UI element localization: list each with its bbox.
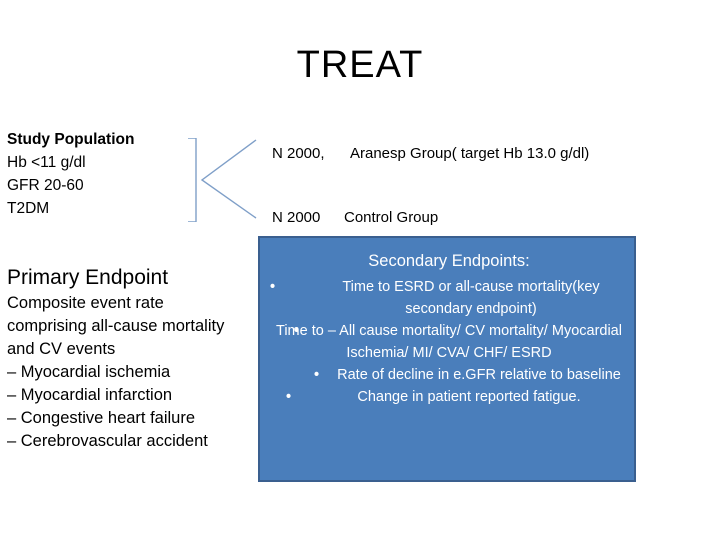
secondary-item: • Rate of decline in e.GFR relative to b…: [270, 364, 628, 386]
randomization-bracket: [188, 138, 257, 222]
primary-line: – Myocardial ischemia: [7, 363, 171, 381]
bullet-icon: •: [314, 367, 320, 383]
study-population: Study Population Hb <11 g/dl GFR 20-60 T…: [7, 128, 134, 220]
primary-endpoint-description: Composite event rate comprising all-caus…: [7, 292, 224, 453]
primary-line: and CV events: [7, 340, 116, 358]
secondary-item-text: Rate of decline in e.GFR relative to bas…: [337, 367, 621, 383]
slide-title: TREAT: [296, 44, 424, 86]
secondary-item-text: Change in patient reported fatigue.: [357, 389, 581, 405]
secondary-endpoints-list: • Time to ESRD or all-cause mortality(ke…: [270, 276, 628, 408]
bullet-icon: •: [294, 323, 300, 339]
secondary-item-text: Time to – All cause mortality/ CV mortal…: [276, 323, 622, 361]
primary-line: comprising all-cause mortality: [7, 317, 225, 335]
arm-n-treatment: N 2000,: [272, 145, 325, 162]
bullet-icon: •: [270, 279, 276, 295]
study-population-heading: Study Population: [7, 131, 135, 148]
arm-label-control: Control Group: [344, 209, 439, 226]
primary-line: – Congestive heart failure: [7, 409, 196, 427]
arm-n-control: N 2000: [272, 209, 321, 226]
secondary-item-text: Time to ESRD or all-cause mortality(key …: [342, 279, 600, 317]
primary-line: – Myocardial infarction: [7, 386, 173, 404]
study-criterion: GFR 20-60: [7, 177, 84, 194]
secondary-endpoints-box: Secondary Endpoints: • Time to ESRD or a…: [258, 236, 636, 482]
secondary-item: • Time to – All cause mortality/ CV mort…: [270, 320, 628, 364]
secondary-item: • Time to ESRD or all-cause mortality(ke…: [270, 276, 628, 320]
study-criterion: T2DM: [7, 200, 50, 217]
arm-label-treatment: Aranesp Group( target Hb 13.0 g/dl): [350, 145, 590, 162]
primary-line: Composite event rate: [7, 294, 164, 312]
primary-endpoint-heading: Primary Endpoint: [7, 266, 169, 289]
secondary-endpoints-heading: Secondary Endpoints:: [368, 252, 530, 270]
primary-line: – Cerebrovascular accident: [7, 432, 208, 450]
study-criterion: Hb <11 g/dl: [7, 154, 86, 171]
bullet-icon: •: [286, 389, 292, 405]
secondary-item: • Change in patient reported fatigue.: [270, 386, 628, 408]
